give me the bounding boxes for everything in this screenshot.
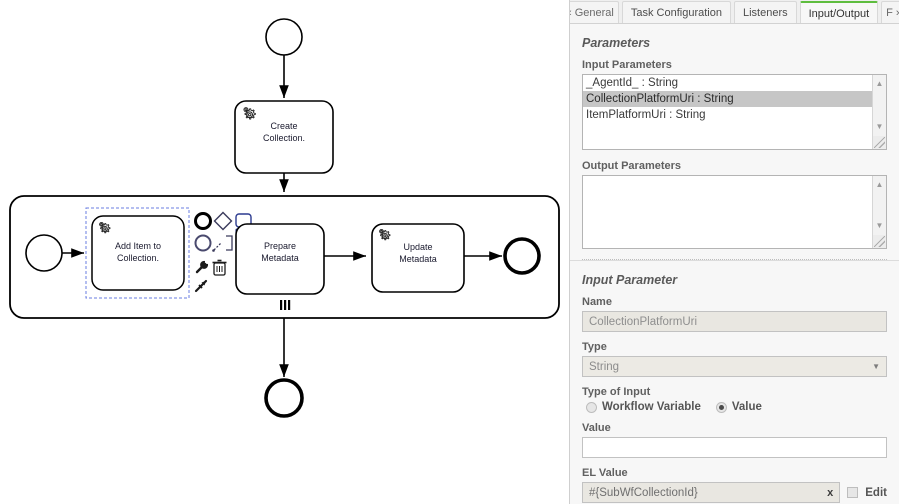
task-add-item-to-collection[interactable]: Add Item to Collection. [91,215,185,291]
task-label: Add Item to [115,241,161,251]
resize-grip[interactable] [873,136,886,149]
scroll-down-icon[interactable]: ▼ [875,220,884,230]
task-update-metadata[interactable]: Update Metadata [371,223,465,293]
service-task-gear-icon [243,107,256,120]
service-task-gear-icon [379,228,391,241]
gateway-icon[interactable] [213,211,233,231]
scroll-up-icon[interactable]: ▲ [875,179,884,189]
task-label: Collection. [117,253,159,263]
task-label: Update [403,242,432,252]
clear-icon[interactable]: x [827,487,834,499]
output-parameters-items[interactable] [583,176,872,248]
wrench-icon[interactable] [195,260,209,274]
connect-icon[interactable] [194,279,208,293]
parallel-multi-instance-marker [280,300,291,310]
end-event-icon[interactable] [194,212,212,230]
list-item[interactable]: _AgentId_ : String [586,77,679,89]
parameters-section: Parameters Input Parameters _AgentId_ : … [570,24,899,260]
value-field[interactable] [582,437,887,458]
edit-checkbox-label[interactable]: Edit [865,486,887,499]
type-select-value: String [589,361,620,373]
input-parameters-label: Input Parameters [582,59,672,71]
append-shape-icon[interactable] [212,235,233,252]
type-select[interactable]: String ▼ [582,356,887,377]
list-item[interactable]: CollectionPlatformUri : String [583,91,872,107]
task-prepare-metadata[interactable]: Prepare Metadata [235,223,325,295]
input-parameters-listbox[interactable]: _AgentId_ : String CollectionPlatformUri… [582,74,887,150]
task-label: Prepare [264,241,296,251]
start-event[interactable] [265,18,303,56]
type-label: Type [582,341,607,353]
el-value-label: EL Value [582,467,628,479]
input-parameters-scrollbar[interactable]: ▲ ▼ [872,75,886,149]
task-label: Metadata [261,253,299,263]
parameters-heading: Parameters [582,36,651,50]
name-label: Name [582,296,612,308]
tab-forms[interactable]: F › [881,1,899,23]
properties-panel: ‹ General Task Configuration Listeners I… [570,0,899,504]
radio-workflow-variable-label[interactable]: Workflow Variable [602,401,701,413]
tab-input-output[interactable]: Input/Output [799,1,879,23]
tab-general[interactable]: ‹ General [570,1,619,23]
task-label: Create [270,121,297,131]
input-parameter-section: Input Parameter Name Type String ▼ Type … [570,260,899,503]
type-of-input-label: Type of Input [582,386,651,398]
output-parameters-label: Output Parameters [582,160,682,172]
radio-value-label[interactable]: Value [731,401,762,413]
tab-listeners[interactable]: Listeners [733,1,797,23]
scroll-down-icon[interactable]: ▼ [875,121,884,131]
task-create-collection[interactable]: Create Collection. [234,100,334,174]
end-event[interactable] [264,378,304,418]
input-parameters-items[interactable]: _AgentId_ : String CollectionPlatformUri… [583,75,872,149]
radio-workflow-variable[interactable] [586,401,597,413]
input-parameter-heading: Input Parameter [582,273,678,287]
el-value-text: #{SubWfCollectionId} [589,487,698,499]
service-task-gear-icon [99,221,111,234]
tab-task-configuration[interactable]: Task Configuration [621,1,731,23]
output-parameters-listbox[interactable]: ▲ ▼ [582,175,887,249]
type-of-input-radio-group[interactable]: Workflow Variable Value [586,401,887,413]
sub-end-event[interactable] [503,237,541,275]
task-label: Collection. [263,133,305,143]
output-parameters-scrollbar[interactable]: ▲ ▼ [872,176,886,248]
bpmn-diagram-canvas[interactable]: Create Collection. [0,0,570,504]
trash-icon[interactable] [212,259,227,276]
value-label: Value [582,422,611,434]
el-value-row: #{SubWfCollectionId} x Edit [582,482,887,503]
resize-grip[interactable] [873,235,886,248]
sub-start-event[interactable] [25,234,63,272]
properties-tabbar[interactable]: ‹ General Task Configuration Listeners I… [570,0,899,24]
name-field[interactable] [582,311,887,332]
selection-outline [85,207,190,299]
intermediate-event-icon[interactable] [194,234,212,252]
chevron-down-icon: ▼ [872,362,880,371]
scroll-up-icon[interactable]: ▲ [875,78,884,88]
edit-checkbox[interactable] [847,487,859,498]
bpmn-diagram[interactable]: Create Collection. [0,0,570,504]
radio-value[interactable] [715,401,727,413]
el-value-field[interactable]: #{SubWfCollectionId} x [582,482,841,503]
task-label: Metadata [399,254,437,264]
list-item[interactable]: ItemPlatformUri : String [586,109,706,121]
section-divider [582,259,887,260]
